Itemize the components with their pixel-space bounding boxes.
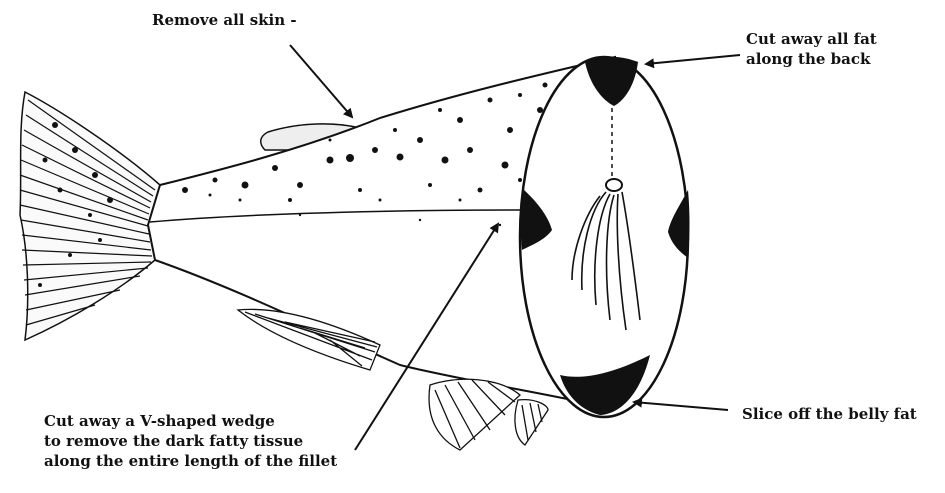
v-wedge-line-1: Cut away a V-shaped wedge [44, 411, 337, 431]
v-wedge-line-2: to remove the dark fatty tissue [44, 431, 337, 451]
tail-fin [20, 92, 160, 340]
back-fat-label: Cut away all fat along the back [746, 29, 877, 69]
back-fat-line-2: along the back [746, 49, 877, 69]
fillet-cross-section [520, 57, 690, 417]
remove-skin-label: Remove all skin - [152, 10, 297, 30]
arrow-remove-skin [290, 45, 352, 117]
arrow-belly-fat [634, 402, 728, 410]
back-fat-line-1: Cut away all fat [746, 29, 877, 49]
v-wedge-label: Cut away a V-shaped wedge to remove the … [44, 411, 337, 471]
belly-fat-label: Slice off the belly fat [742, 404, 917, 424]
remove-skin-text: Remove all skin - [152, 10, 297, 30]
v-wedge-line-3: along the entire length of the fillet [44, 451, 337, 471]
belly-fat-text: Slice off the belly fat [742, 404, 917, 424]
arrow-back-fat [646, 55, 740, 64]
